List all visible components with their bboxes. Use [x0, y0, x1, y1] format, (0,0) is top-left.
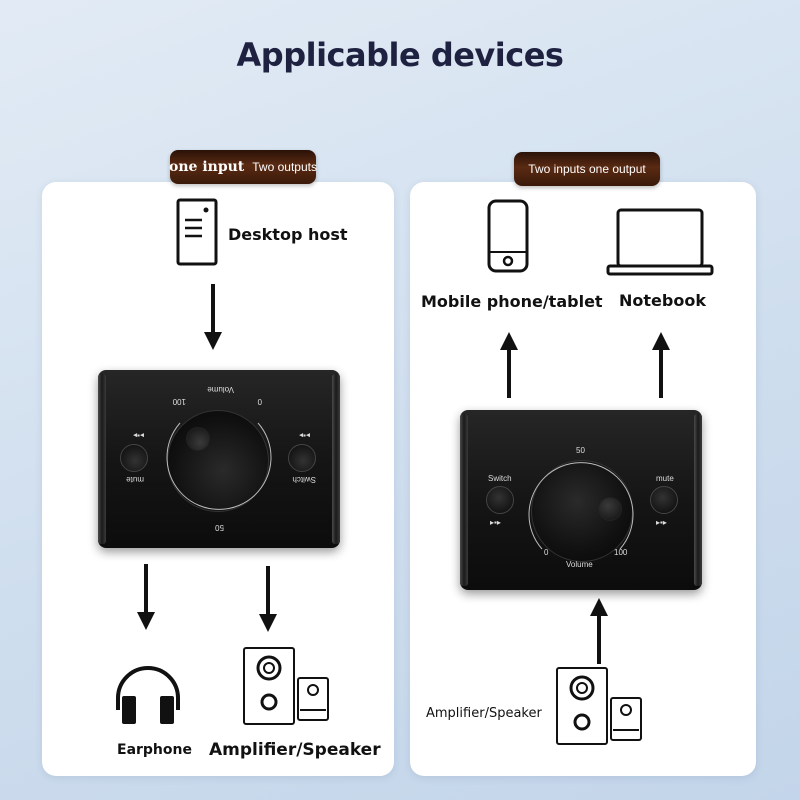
arrow-down-icon	[259, 566, 277, 632]
switch-label: Switch	[488, 474, 512, 483]
knob-indicator	[598, 497, 622, 521]
desktop-host-icon	[176, 198, 218, 266]
switch-indicator-icon: ▸▪▸	[490, 518, 501, 527]
mute-label: mute	[126, 475, 144, 484]
volume-label: Volume	[207, 385, 234, 394]
page-title: Applicable devices	[236, 36, 564, 74]
mute-label: mute	[656, 474, 674, 483]
volume-label: Volume	[566, 560, 593, 569]
tag-two-inputs-one-output: Two inputs one output	[528, 162, 646, 176]
notebook-icon	[606, 208, 714, 276]
mobile-phone-tablet-label: Mobile phone/tablet	[421, 292, 603, 311]
mute-button[interactable]	[650, 486, 678, 514]
device-end-cap	[460, 414, 468, 586]
switch-indicator-icon: ▸▪▸	[299, 431, 310, 440]
arrow-up-icon	[652, 332, 670, 398]
arrow-down-icon	[137, 564, 155, 630]
arrow-down-icon	[204, 284, 222, 350]
amplifier-speaker-label: Amplifier/Speaker	[209, 740, 381, 760]
volume-knob[interactable]	[531, 460, 633, 562]
tag-one-input: one input	[169, 159, 245, 175]
device-end-cap	[332, 374, 340, 544]
left-audio-switcher: 50 0 100 Volume Switch ▸▪▸ mute ▸▪▸	[98, 370, 340, 548]
arrow-up-icon	[500, 332, 518, 398]
switch-button[interactable]	[486, 486, 514, 514]
device-end-cap	[694, 414, 702, 586]
speaker-icon	[556, 667, 642, 745]
desktop-host-label: Desktop host	[228, 225, 348, 244]
volume-mark-0: 0	[257, 397, 262, 406]
notebook-label: Notebook	[619, 291, 706, 310]
mute-indicator-icon: ▸▪▸	[656, 518, 667, 527]
speaker-icon	[243, 647, 329, 725]
volume-mark-0: 0	[544, 548, 549, 557]
earphone-label: Earphone	[117, 742, 192, 758]
right-panel-tag: Two inputs one output	[514, 152, 660, 186]
arrow-up-icon	[590, 598, 608, 664]
switch-label: Switch	[292, 475, 316, 484]
right-audio-switcher: 50 0 100 Volume Switch ▸▪▸ mute ▸▪▸	[460, 410, 702, 590]
switch-button[interactable]	[288, 444, 316, 472]
volume-arc-icon	[528, 462, 634, 550]
volume-mark-50: 50	[215, 523, 224, 532]
tag-two-outputs: Two outputs	[252, 160, 317, 174]
volume-mark-100: 100	[172, 397, 186, 406]
mute-button[interactable]	[120, 444, 148, 472]
headphones-icon	[116, 666, 180, 724]
mobile-phone-icon	[487, 199, 529, 273]
device-end-cap	[98, 374, 106, 544]
left-panel-tag: one input Two outputs	[169, 150, 317, 184]
amplifier-speaker-label: Amplifier/Speaker	[426, 706, 542, 721]
volume-mark-50: 50	[576, 446, 585, 455]
volume-arc-icon	[166, 422, 272, 510]
volume-mark-100: 100	[614, 548, 628, 557]
mute-indicator-icon: ▸▪▸	[133, 431, 144, 440]
